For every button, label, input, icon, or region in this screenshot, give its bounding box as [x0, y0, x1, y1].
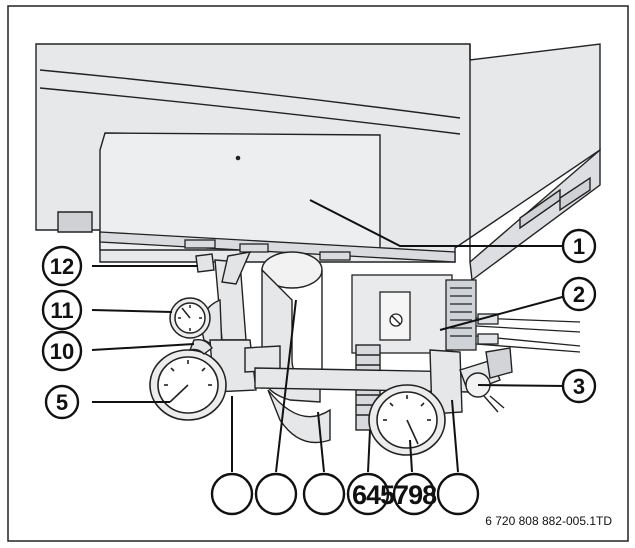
callout-3: 3 [561, 368, 597, 404]
callout-2: 2 [561, 276, 597, 312]
pressure-gauge-small [169, 297, 211, 339]
bottom-callout-c [302, 472, 346, 516]
bottom-callout-d [346, 472, 390, 516]
temperature-gauge-right [368, 384, 446, 456]
boiler-casing [35, 43, 601, 282]
callout-12: 12 [41, 245, 83, 287]
svg-text:5: 5 [56, 390, 68, 415]
reference-code: 6 720 808 882-005.1TD [485, 514, 612, 528]
svg-text:11: 11 [50, 298, 73, 323]
boiler-base [99, 231, 456, 263]
connection-box [351, 274, 581, 354]
temperature-gauge-left [149, 349, 227, 421]
svg-text:3: 3 [573, 374, 585, 399]
callout-10: 10 [41, 330, 83, 372]
callout-11: 11 [41, 289, 83, 331]
callout-1: 1 [561, 228, 597, 264]
svg-text:1: 1 [573, 234, 585, 259]
svg-text:2: 2 [573, 282, 585, 307]
bottom-callout-e [392, 472, 436, 516]
bottom-label-text: 645798 [352, 480, 437, 510]
bottom-callout-a [210, 472, 254, 516]
svg-text:10: 10 [50, 339, 74, 364]
callout-5: 5 [44, 384, 80, 420]
bottom-callout-f [436, 472, 480, 516]
bottom-callouts [210, 472, 480, 516]
valve-handles [188, 251, 252, 355]
svg-text:12: 12 [50, 254, 74, 279]
bottom-callout-b [254, 472, 298, 516]
leader-lines [91, 199, 567, 473]
